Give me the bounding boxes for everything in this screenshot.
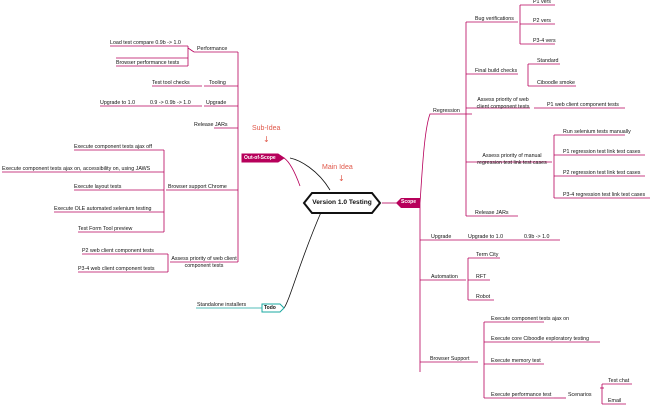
sub-idea-annotation: Sub-Idea — [252, 125, 281, 132]
assess-manual-regression-node[interactable]: Assess priority of manual regression tes… — [477, 153, 547, 166]
upgrade-0-9b-node[interactable]: 0.9b -> 1.0 — [524, 234, 550, 240]
p2-regression-cases-node[interactable]: P2 regression test link test cases — [563, 170, 641, 176]
chrome-layout-node[interactable]: Execute layout tests — [74, 184, 122, 190]
p1-web-client-tests-node[interactable]: P1 web client component tests — [547, 102, 619, 108]
p3-4-vers-node[interactable]: P3-4 vers — [533, 38, 556, 44]
main-idea-annotation: Main Idea — [322, 164, 353, 171]
rft-node[interactable]: RFT — [476, 274, 487, 280]
oos-upgrade-path-node[interactable]: 0.9 -> 0.9b -> 1.0 — [150, 100, 191, 106]
p3-4-web-client-node[interactable]: P3-4 web client component tests — [78, 266, 155, 272]
out-of-scope-tag — [241, 153, 285, 163]
oos-release-jars-node[interactable]: Release JARs — [194, 122, 228, 128]
scope-upgrade-node[interactable]: Upgrade — [431, 234, 452, 240]
todo-label[interactable]: Todo — [264, 304, 276, 311]
chrome-ole-selenium-node[interactable]: Execute OLE automated selenium testing — [54, 206, 152, 212]
robot-node[interactable]: Robot — [476, 294, 491, 300]
root-node[interactable]: Version 1.0 Testing — [312, 199, 372, 206]
browser-support-node[interactable]: Browser Support — [430, 356, 470, 362]
standalone-installers-node[interactable]: Standalone installers — [197, 302, 247, 308]
todo-tag — [261, 303, 285, 313]
memory-test-node[interactable]: Execute memory test — [491, 358, 541, 364]
scope-to-regression-line — [419, 113, 472, 204]
down-arrow-icon: ↓ — [263, 135, 270, 144]
oos-upgrade-to-1-node[interactable]: Upgrade to 1.0 — [100, 100, 136, 106]
p3-4-regression-cases-node[interactable]: P3-4 regression test link test cases — [563, 192, 646, 198]
test-tool-checks-node[interactable]: Test tool checks — [152, 80, 190, 86]
root-to-outofscope-connector — [283, 157, 301, 187]
p2-web-client-node[interactable]: P2 web client component tests — [82, 248, 154, 254]
browser-performance-node[interactable]: Browser performance tests — [116, 60, 180, 66]
term-city-node[interactable]: Term City — [476, 252, 499, 258]
chrome-form-tool-node[interactable]: Test Form Tool preview — [78, 226, 133, 232]
oos-assess-web-node[interactable]: Assess priority of web client component … — [171, 256, 237, 269]
browser-chrome-node[interactable]: Browser support Chrome — [168, 184, 227, 190]
core-exploratory-node[interactable]: Execute core Ciboodle exploratory testin… — [491, 336, 590, 342]
release-jars-node[interactable]: Release JARs — [475, 210, 509, 216]
ciboodle-smoke-node[interactable]: Ciboodle smoke — [537, 80, 575, 86]
load-test-compare-node[interactable]: Load test compare 0.9b -> 1.0 — [110, 40, 181, 46]
out-of-scope-label[interactable]: Out-of-Scope — [244, 154, 276, 161]
test-chat-node[interactable]: Test chat — [608, 378, 630, 384]
p1-regression-cases-node[interactable]: P1 regression test link test cases — [563, 149, 641, 155]
root-node-shape — [302, 192, 382, 214]
upgrade-to-1-node[interactable]: Upgrade to 1.0 — [468, 234, 504, 240]
chrome-jaws-node[interactable]: Execute component tests ajax on, accessi… — [2, 166, 151, 172]
final-build-checks-node[interactable]: Final build checks — [475, 68, 518, 74]
p1-vers-node[interactable]: P1 vers — [533, 0, 551, 5]
automation-node[interactable]: Automation — [431, 274, 458, 280]
p2-vers-node[interactable]: P2 vers — [533, 18, 551, 24]
scope-label[interactable]: Scope — [401, 199, 417, 205]
standard-node[interactable]: Standard — [537, 58, 559, 64]
run-selenium-manually-node[interactable]: Run selenium tests manually — [563, 129, 631, 135]
performance-test-node[interactable]: Execute performance test — [491, 392, 552, 398]
chrome-ajax-off-node[interactable]: Execute component tests ajax off — [74, 144, 152, 150]
down-arrow-icon: ↓ — [338, 174, 345, 183]
tooling-node[interactable]: Tooling — [209, 80, 226, 86]
regression-node[interactable]: Regression — [433, 108, 460, 114]
scope-tag — [396, 198, 420, 208]
assess-web-client-node[interactable]: Assess priority of web client component … — [476, 97, 530, 110]
email-node[interactable]: Email — [608, 398, 622, 404]
oos-upgrade-node[interactable]: Upgrade — [206, 100, 227, 106]
performance-node[interactable]: Performance — [197, 46, 228, 52]
ajax-on-node[interactable]: Execute component tests ajax on — [491, 316, 570, 322]
bug-verifications-node[interactable]: Bug verifications — [475, 16, 514, 22]
scenarios-node[interactable]: Scenarios — [568, 392, 592, 398]
